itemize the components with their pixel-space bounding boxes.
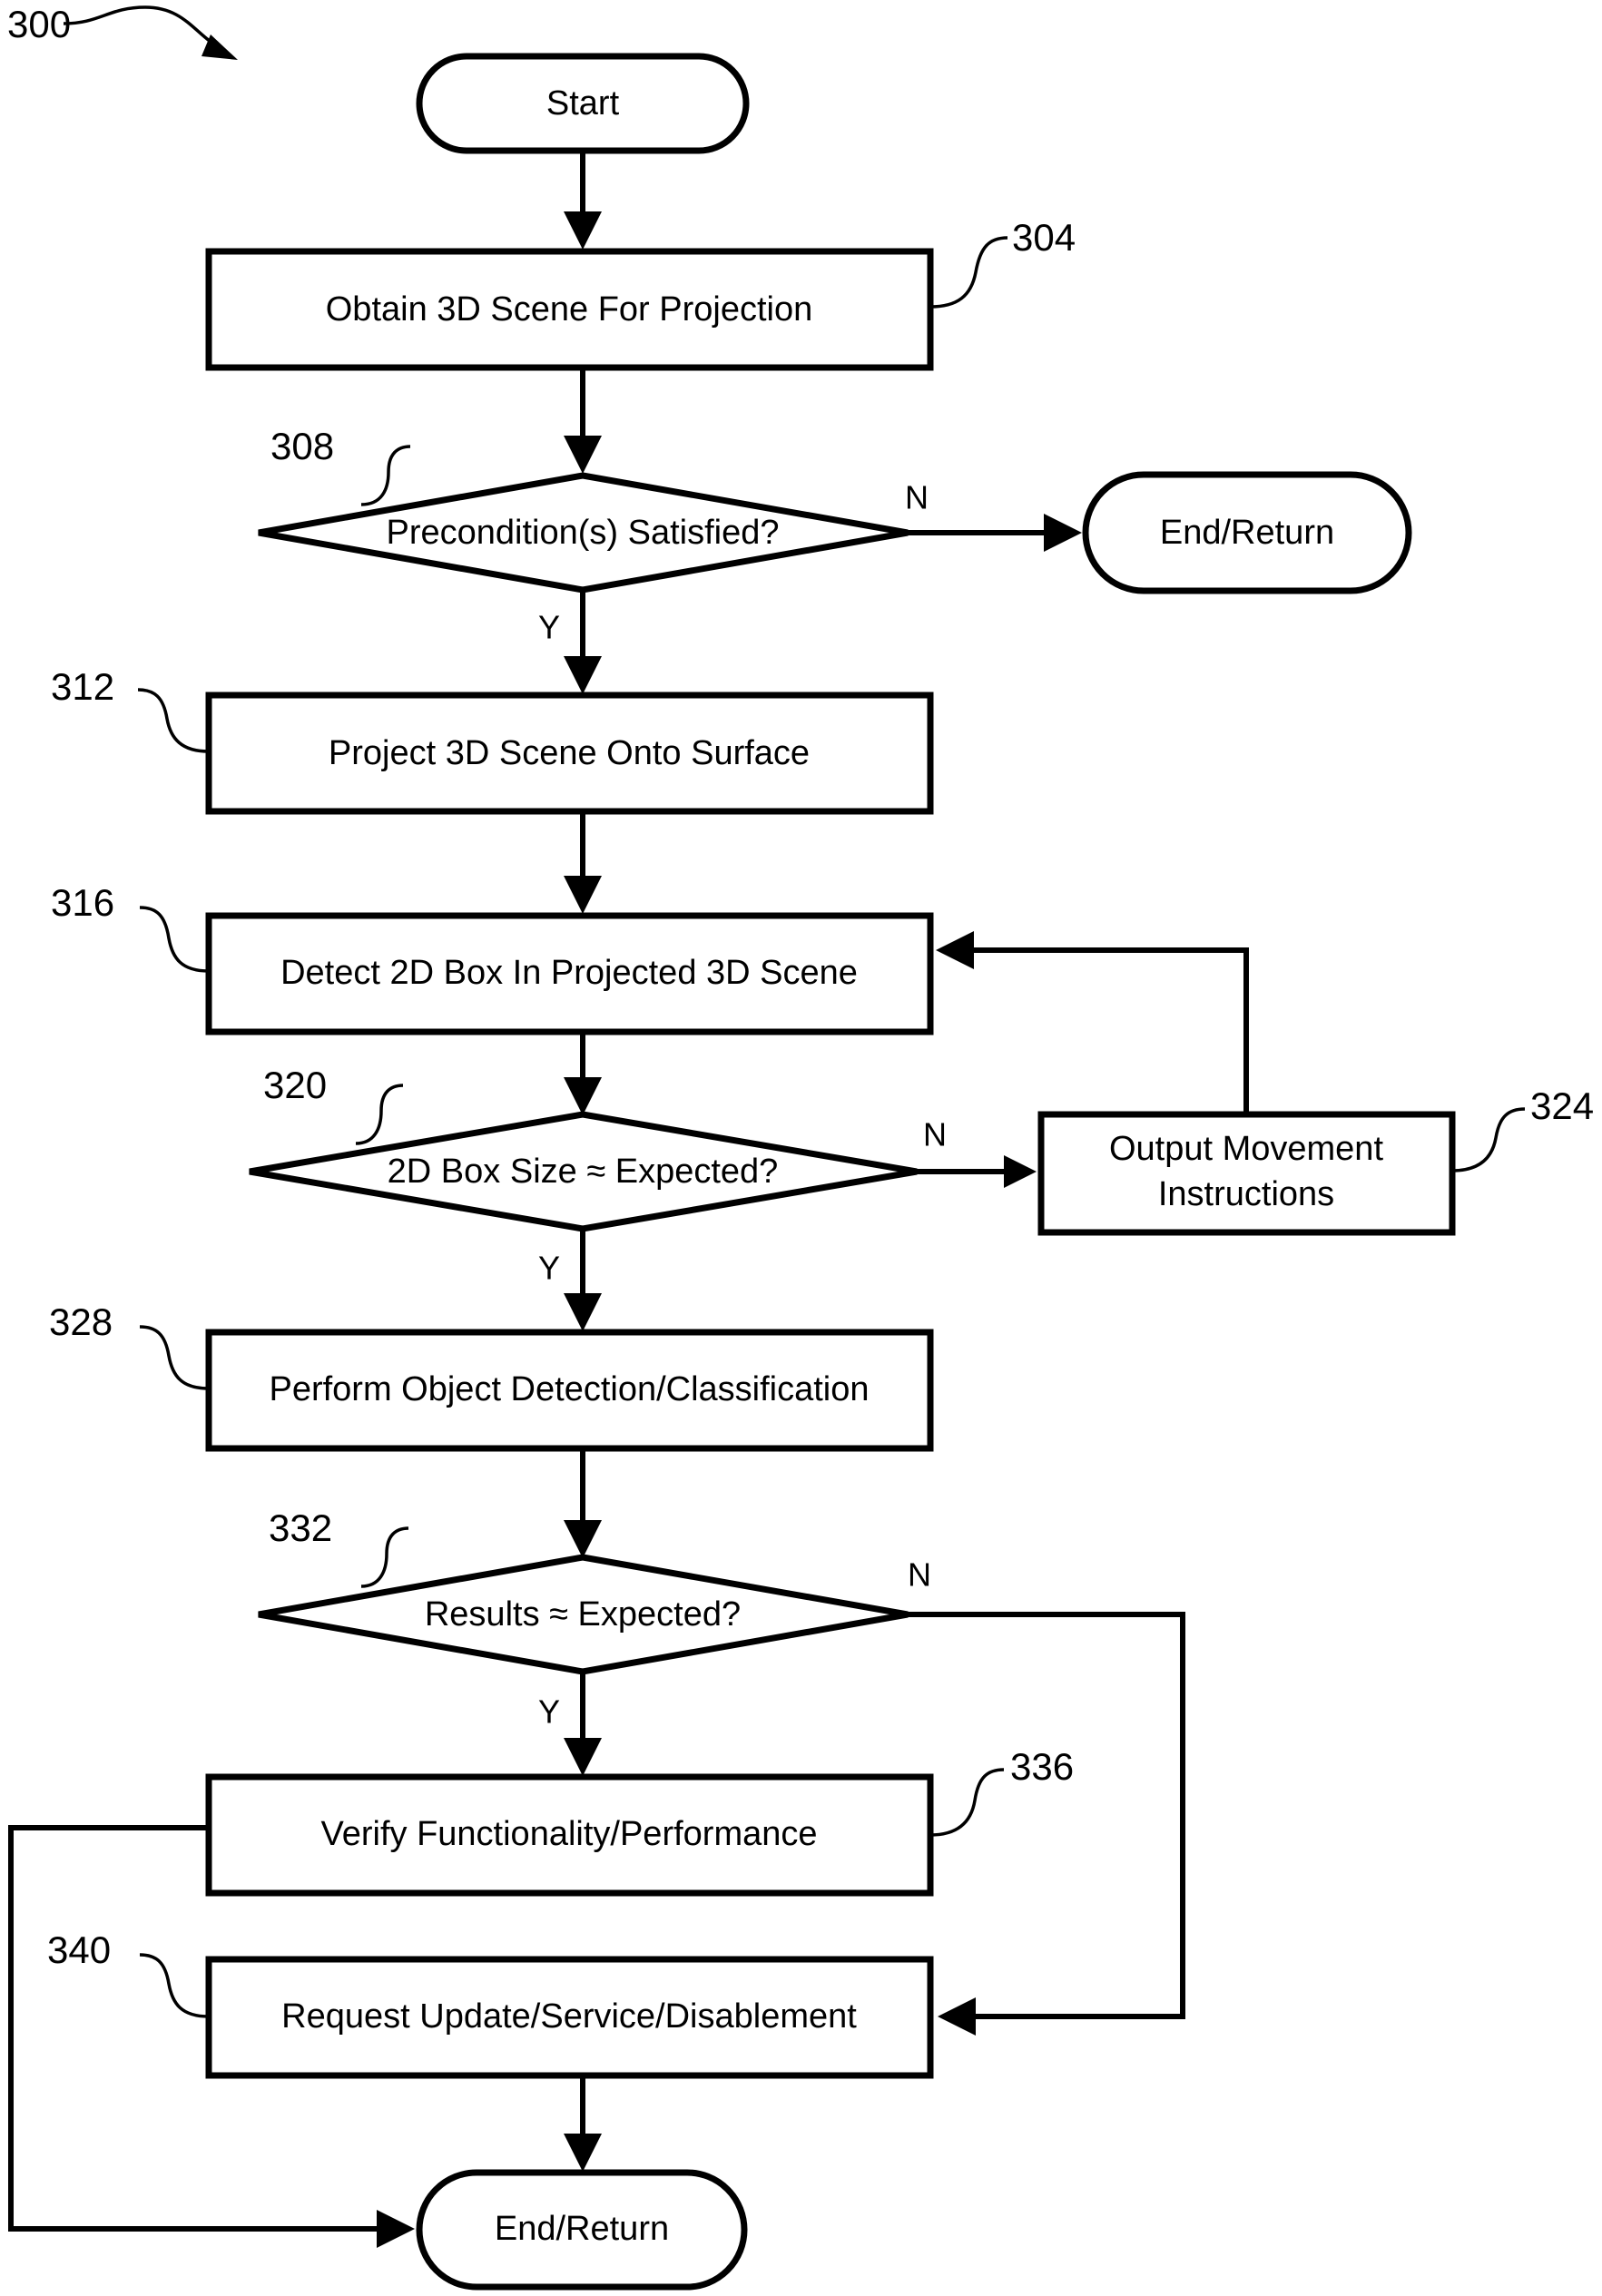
reference-callout-328: 328 <box>49 1300 210 1390</box>
reference-callout-336: 336 <box>929 1745 1074 1837</box>
callout-324-number: 324 <box>1530 1084 1594 1127</box>
node-end-return-bottom[interactable]: End/Return <box>416 2169 748 2291</box>
node-output-movement[interactable]: Output Movement Instructions <box>1037 1111 1456 1236</box>
classify-process-shape[interactable] <box>205 1329 934 1452</box>
callout-304-number: 304 <box>1012 216 1076 259</box>
callout-336-number: 336 <box>1010 1745 1074 1788</box>
callout-328-leader <box>139 1325 210 1390</box>
connector-results-no-to-request <box>908 1612 1185 2036</box>
output-movement-label-line2: Instructions <box>1158 1175 1334 1213</box>
node-request-update[interactable]: Request Update/Service/Disablement <box>205 1956 934 2079</box>
reference-callout-304: 304 <box>929 216 1076 309</box>
branch-label-precondition-no: N <box>905 479 929 516</box>
detect-process-shape[interactable] <box>205 912 934 1035</box>
obtain-label: Obtain 3D Scene For Projection <box>326 290 813 329</box>
callout-320-number: 320 <box>263 1064 327 1106</box>
precondition-label: Precondition(s) Satisfied? <box>387 514 780 552</box>
project-label: Project 3D Scene Onto Surface <box>329 734 810 772</box>
request-label: Request Update/Service/Disablement <box>281 1997 857 2036</box>
node-end-return-top[interactable]: End/Return <box>1082 471 1412 594</box>
callout-320-leader <box>355 1084 404 1145</box>
reference-callout-316: 316 <box>51 881 210 973</box>
output-movement-label-line1: Output Movement <box>1109 1130 1383 1168</box>
boxsize-label: 2D Box Size ≈ Expected? <box>388 1153 779 1191</box>
end-return-top-shape[interactable] <box>1082 471 1412 594</box>
callout-336-leader <box>929 1768 1005 1837</box>
reference-callout-324: 324 <box>1451 1084 1594 1173</box>
figure-leader-arrowhead <box>201 34 238 60</box>
callout-316-leader <box>139 906 210 973</box>
start-label: Start <box>546 84 620 123</box>
node-perform-classification[interactable]: Perform Object Detection/Classification <box>205 1329 934 1452</box>
callout-328-number: 328 <box>49 1300 113 1343</box>
verify-label: Verify Functionality/Performance <box>320 1815 817 1853</box>
node-start[interactable]: Start <box>416 53 750 154</box>
output-movement-shape[interactable] <box>1037 1111 1456 1236</box>
callout-332-number: 332 <box>269 1506 332 1549</box>
connector-movement-feedback-to-detect <box>936 931 1249 1114</box>
reference-callout-340: 340 <box>47 1928 210 2018</box>
node-project-3d-scene[interactable]: Project 3D Scene Onto Surface <box>205 692 934 815</box>
end-return-bottom-shape[interactable] <box>416 2169 748 2291</box>
obtain-process-shape[interactable] <box>205 248 934 371</box>
node-detect-2d-box[interactable]: Detect 2D Box In Projected 3D Scene <box>205 912 934 1035</box>
callout-308-leader <box>360 445 411 506</box>
callout-312-leader <box>137 688 210 753</box>
node-verify-functionality[interactable]: Verify Functionality/Performance <box>205 1773 934 1897</box>
project-process-shape[interactable] <box>205 692 934 815</box>
callout-304-leader <box>929 236 1008 309</box>
node-results-decision[interactable]: Results ≈ Expected? <box>258 1554 909 1675</box>
callout-340-leader <box>139 1953 210 2018</box>
end-return-bottom-label: End/Return <box>495 2210 669 2248</box>
callout-324-leader <box>1451 1107 1526 1173</box>
end-return-top-label: End/Return <box>1160 514 1334 552</box>
figure-reference-300: 300 <box>7 3 238 60</box>
figure-leader-curve <box>63 5 226 53</box>
request-process-shape[interactable] <box>205 1956 934 2079</box>
reference-callout-308: 308 <box>270 425 411 506</box>
verify-process-shape[interactable] <box>205 1773 934 1897</box>
classify-label: Perform Object Detection/Classification <box>269 1370 869 1408</box>
reference-callout-332: 332 <box>269 1506 409 1588</box>
callout-316-number: 316 <box>51 881 114 924</box>
results-label: Results ≈ Expected? <box>425 1595 741 1634</box>
callout-340-number: 340 <box>47 1928 111 1971</box>
branch-label-results-no: N <box>908 1556 931 1594</box>
callout-332-leader <box>360 1526 409 1588</box>
figure-ref-number: 300 <box>7 3 71 45</box>
branch-label-boxsize-no: N <box>923 1116 947 1153</box>
callout-312-number: 312 <box>51 665 114 708</box>
connector-verify-to-end-return <box>8 1825 415 2248</box>
node-boxsize-decision[interactable]: 2D Box Size ≈ Expected? <box>249 1111 918 1232</box>
reference-callout-312: 312 <box>51 665 210 753</box>
reference-callout-320: 320 <box>263 1064 404 1145</box>
node-obtain-3d-scene[interactable]: Obtain 3D Scene For Projection <box>205 248 934 371</box>
detect-label: Detect 2D Box In Projected 3D Scene <box>280 954 858 992</box>
branch-label-boxsize-yes: Y <box>538 1250 560 1287</box>
node-precondition-decision[interactable]: Precondition(s) Satisfied? <box>258 472 909 594</box>
callout-308-number: 308 <box>270 425 334 467</box>
branch-label-results-yes: Y <box>538 1693 560 1731</box>
branch-label-precondition-yes: Y <box>538 609 560 646</box>
